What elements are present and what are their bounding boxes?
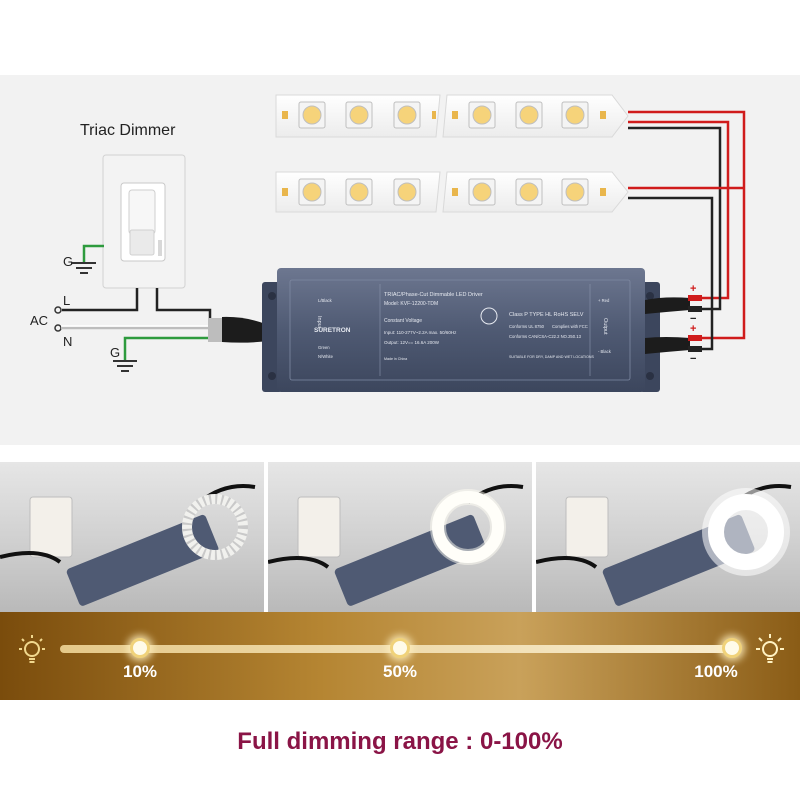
driver-class-line: Class P TYPE HL RoHS SELV: [509, 312, 584, 318]
dimmer-wire-l: [62, 288, 139, 312]
photo-strip: [0, 462, 800, 612]
driver-input-label: Input: [316, 316, 322, 329]
driver-brand: SURETRON: [314, 327, 351, 334]
level-label-100: 100%: [694, 662, 738, 681]
level-dot-100: [722, 638, 742, 658]
label-minus-bottom: −: [690, 353, 696, 365]
photo-dim-10: [0, 462, 264, 612]
driver-complies-fcc: Complies with FCC: [552, 324, 588, 329]
level-label-10: 10%: [122, 662, 158, 681]
photo-dim-100: [536, 462, 800, 612]
ul-listed-badge: [480, 307, 498, 325]
dimmer-title: Triac Dimmer: [80, 122, 176, 139]
level-dot-10: [130, 638, 150, 658]
bulb-icon-bright: [756, 634, 784, 663]
led-chips-bottom: [298, 178, 589, 206]
output-wires: [628, 110, 746, 351]
label-ac: AC: [30, 313, 48, 328]
triac-dimmer-switch: [102, 154, 186, 289]
driver-mode: Constant Voltage: [384, 318, 422, 324]
led-strip-bottom: [275, 171, 629, 213]
driver-output-label: Output: [602, 318, 608, 335]
ground-icon-bottom: [113, 360, 137, 372]
driver-n-white: N/White: [318, 354, 334, 359]
dimmer-ground-wire: [82, 244, 104, 262]
driver-minus-black: - Black: [598, 349, 612, 354]
driver-output-spec: Output: 12V== 16.6A 200W: [384, 340, 440, 345]
level-dot-50: [390, 638, 410, 658]
level-label-50: 50%: [382, 662, 418, 681]
driver-conforms-can: Conforms CAN/CSA-C22.2 NO.250.13: [509, 334, 582, 339]
driver-input-spec: Input: 110-277V~2.2A max. 50/60Hz: [384, 330, 457, 335]
driver-model: Model: KVF-12200-TDM: [384, 301, 438, 307]
driver-location: SUITABLE FOR DRY, DAMP AND WET LOCATIONS: [509, 355, 594, 359]
label-ground-top: G: [63, 254, 73, 269]
dimming-range-bar: 10% 50% 100%: [0, 612, 800, 700]
bulb-icon: [19, 635, 45, 663]
input-ground-wire: [123, 336, 238, 360]
photo-dim-50: [268, 462, 532, 612]
driver-photo-10: [0, 484, 256, 606]
label-ground-bottom: G: [110, 345, 120, 360]
ground-icon: [72, 262, 96, 274]
label-minus-top: −: [690, 313, 696, 325]
dimming-caption: Full dimming range : 0-100%: [237, 728, 563, 755]
led-strip-top: [275, 94, 629, 138]
driver-photo-100: [536, 484, 792, 606]
driver-l-black: L/Black: [318, 298, 333, 303]
driver-made-in: Made in China: [384, 357, 407, 361]
wiring-diagram: TRIAC/Phase-Cut Dimmable LED Driver Mode…: [30, 94, 746, 392]
driver-heading: TRIAC/Phase-Cut Dimmable LED Driver: [384, 292, 483, 298]
driver-plus-red: + Red: [598, 298, 610, 303]
driver-ground-green: Green: [318, 345, 330, 350]
driver-conforms-ul: Conforms UL 8750: [509, 324, 545, 329]
label-neutral: N: [63, 334, 72, 349]
led-chips-top: [298, 101, 589, 129]
label-line: L: [63, 293, 70, 308]
label-plus-top: +: [690, 283, 696, 295]
input-cable: [208, 316, 275, 343]
output-cables: [645, 295, 702, 354]
dimmer-wire-load: [155, 288, 212, 322]
label-plus-bottom: +: [690, 323, 696, 335]
driver-photo-50: [268, 484, 524, 606]
